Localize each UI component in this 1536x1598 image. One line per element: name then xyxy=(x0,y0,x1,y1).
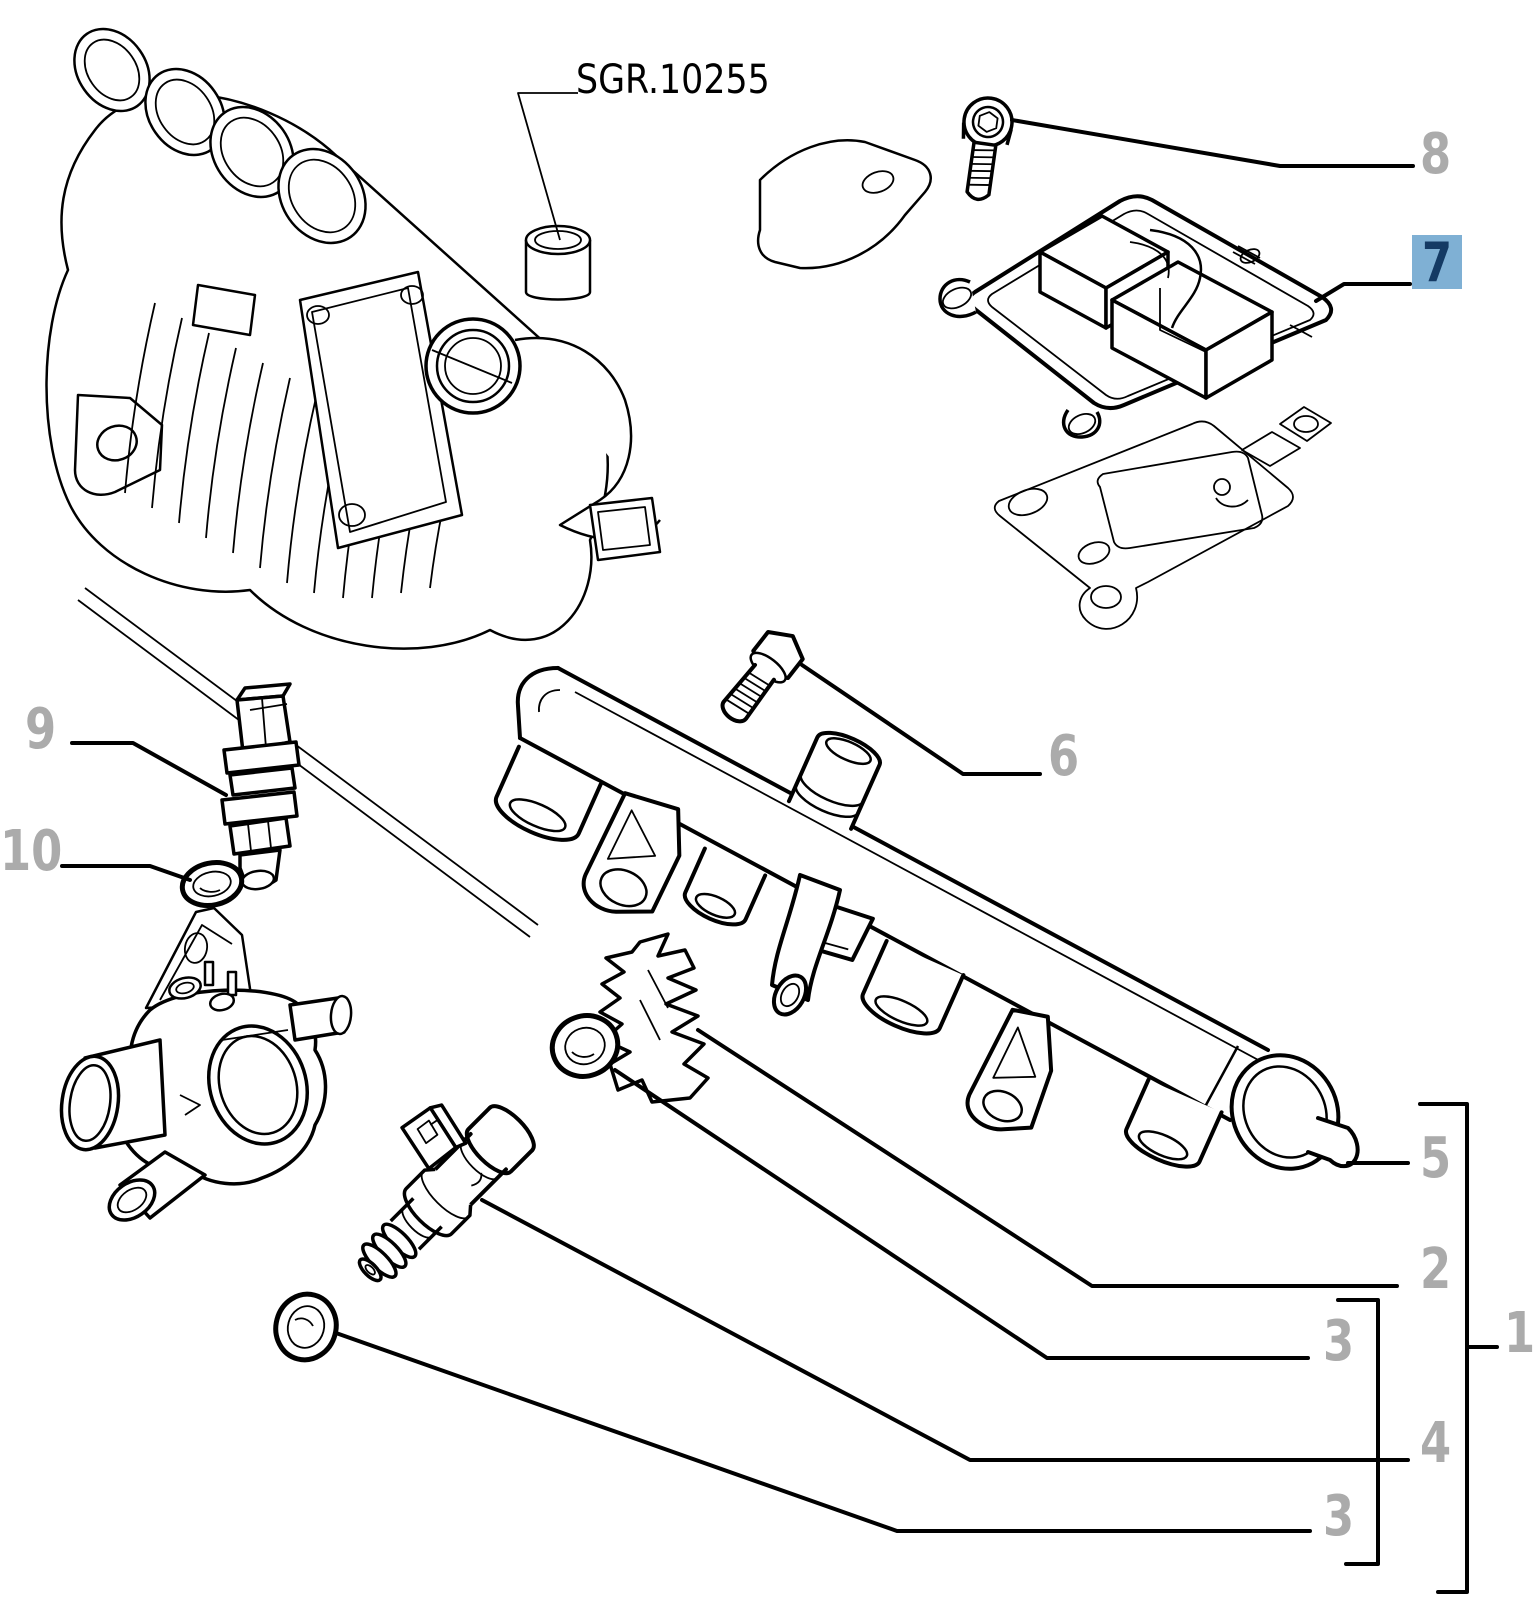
rail-inlet-fitting xyxy=(770,730,882,1017)
coolant-temp-sensor xyxy=(220,682,301,891)
leader-4 xyxy=(480,1198,1410,1462)
leader-7 xyxy=(1314,282,1412,303)
leader-10 xyxy=(60,864,192,882)
rail-injector-cup xyxy=(1124,1077,1224,1169)
fuel-injector xyxy=(357,1103,536,1283)
sensor-seal-ring xyxy=(179,860,245,908)
callout-1[interactable]: 1 xyxy=(1504,1300,1535,1365)
reference-label: SGR.10255 xyxy=(576,56,770,103)
intake-manifold xyxy=(45,27,932,938)
leader-3a xyxy=(613,1068,1310,1360)
callout-8[interactable]: 8 xyxy=(1420,121,1451,186)
rail-mount-lug xyxy=(581,791,682,914)
callout-2[interactable]: 2 xyxy=(1420,1236,1451,1301)
injection-control-module xyxy=(938,194,1334,439)
callout-7-highlight[interactable] xyxy=(1412,235,1462,289)
injector-oring-lower xyxy=(273,1291,339,1363)
rail-injector-cup xyxy=(493,744,604,842)
callout-4[interactable]: 4 xyxy=(1420,1410,1451,1475)
callout-3a[interactable]: 3 xyxy=(1323,1308,1354,1373)
callout-10[interactable]: 10 xyxy=(0,818,62,883)
injector-oring-upper xyxy=(549,1013,621,1079)
bracket-group-2 xyxy=(1336,1298,1380,1566)
leader-3b xyxy=(334,1331,1312,1533)
thermostat-housing xyxy=(59,906,353,1222)
leader-6 xyxy=(800,663,1042,776)
callout-9[interactable]: 9 xyxy=(25,696,56,761)
fuel-rail xyxy=(493,666,1360,1171)
cap-screw xyxy=(961,96,1014,202)
throttle-body xyxy=(298,270,662,562)
rail-mount-lug xyxy=(965,1007,1054,1132)
manifold-runner-bells xyxy=(73,27,367,245)
rail-injector-cup xyxy=(860,938,966,1036)
callout-5[interactable]: 5 xyxy=(1420,1125,1451,1190)
leader-8 xyxy=(1010,118,1415,168)
leader-sgr xyxy=(517,92,578,241)
manifold-boss xyxy=(524,224,592,301)
leader-lines xyxy=(60,92,1499,1594)
rail-injector-cup xyxy=(682,846,768,927)
callouts: 8 7 6 9 10 5 2 3 1 4 3 xyxy=(0,121,1535,1548)
callout-7[interactable]: 7 xyxy=(1422,231,1452,294)
rail-bolt xyxy=(720,629,805,724)
callout-6[interactable]: 6 xyxy=(1048,723,1079,788)
module-gasket-plate xyxy=(993,406,1332,630)
callout-3b[interactable]: 3 xyxy=(1323,1483,1354,1548)
leader-2 xyxy=(696,1028,1399,1288)
leader-9 xyxy=(70,741,228,797)
injector-retaining-clip xyxy=(598,932,710,1104)
